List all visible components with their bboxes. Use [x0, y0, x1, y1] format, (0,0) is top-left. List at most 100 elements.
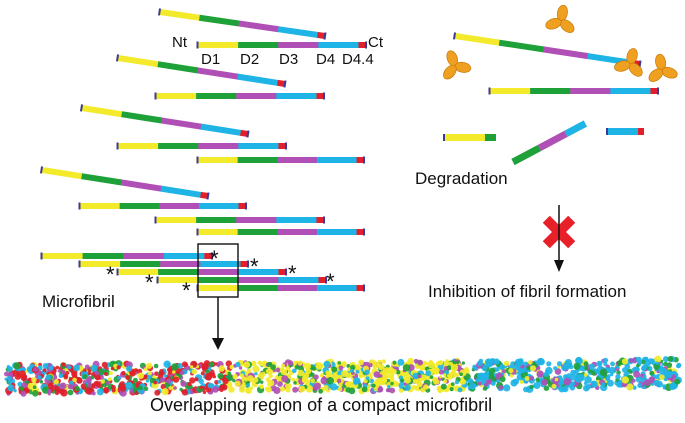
fibril-atom — [487, 372, 495, 380]
fibril-atom — [350, 368, 354, 373]
fibril-atom — [390, 379, 395, 384]
fibril-atom — [508, 368, 514, 374]
fibril-atom — [73, 364, 80, 372]
fibril-atom — [404, 384, 411, 391]
fibril-atom — [205, 369, 209, 374]
fibril-atom — [457, 387, 463, 393]
c-terminus-cap — [211, 252, 213, 260]
fibril-atom — [317, 363, 323, 369]
fibril-atom — [482, 386, 488, 391]
fibril-atom — [121, 370, 126, 376]
fibril-atom — [302, 379, 306, 383]
domain-segment — [159, 203, 200, 209]
fibril-atom — [238, 366, 243, 370]
collagen-molecule — [452, 32, 642, 68]
domain-segment — [278, 277, 319, 283]
fibril-atom — [322, 385, 329, 391]
inhibition-arrow-head — [554, 260, 564, 272]
fibril-atom — [146, 362, 153, 369]
fibril-atom — [60, 389, 68, 397]
fibril-atom — [484, 382, 488, 387]
fibril-atom — [267, 379, 275, 387]
fibril-atom — [443, 373, 447, 377]
domain-segment — [198, 157, 239, 163]
fibril-atom — [372, 365, 377, 369]
fibril-atom — [615, 374, 621, 380]
fibril-atom — [254, 371, 258, 376]
fibril-atom — [349, 381, 354, 386]
fibril-atom — [154, 371, 159, 377]
fibril-atom — [180, 380, 187, 387]
domain-segment — [160, 185, 202, 198]
fibril-atom — [503, 384, 511, 392]
fibril-atom — [120, 385, 127, 392]
fibril-atom — [591, 380, 598, 388]
domain-segment — [277, 229, 318, 235]
fibril-atom — [280, 368, 288, 376]
fibril-atom — [524, 376, 530, 381]
fibril-atom — [385, 388, 390, 393]
fibril-atom — [416, 381, 423, 388]
domain-segment — [159, 9, 201, 21]
fibril-atom — [653, 379, 660, 386]
fibril-atom — [217, 373, 224, 379]
fibril-atom — [533, 382, 541, 389]
fibril-atom — [320, 374, 324, 378]
fibril-atom — [477, 360, 483, 367]
fibril-atom — [369, 378, 375, 384]
domain-segment — [236, 217, 277, 223]
degradation-label: Degradation — [415, 169, 508, 188]
fibril-atom — [573, 362, 581, 370]
fragment — [606, 128, 644, 135]
d44-segment — [356, 229, 364, 235]
fibril-atom — [313, 382, 321, 390]
c-terminus-cap — [323, 216, 325, 224]
fibril-atom — [427, 361, 435, 369]
fibril-atom — [67, 383, 74, 390]
fibril-atom — [387, 384, 391, 389]
fibril-atom — [325, 374, 329, 379]
c-terminus-cap — [363, 228, 365, 236]
gap-asterisk: * — [326, 269, 335, 294]
collagen-molecule — [116, 268, 287, 276]
fibril-atom — [87, 371, 92, 376]
domain-segment — [316, 229, 358, 235]
fibril-atom — [411, 385, 417, 390]
fibril-atom — [181, 361, 188, 368]
fibril-atom — [129, 370, 136, 377]
fibril-atom — [266, 362, 272, 367]
c-terminus-cap — [657, 87, 659, 95]
fibril-atom — [240, 373, 245, 378]
fibril-atom — [97, 368, 105, 376]
fibril-atom — [31, 377, 37, 383]
domain-segment — [158, 143, 199, 149]
fibril-atom — [515, 360, 522, 367]
fibril-atom — [379, 374, 383, 378]
domain-segment — [238, 269, 279, 275]
fibril-atom — [170, 376, 174, 380]
fibril-atom — [19, 370, 26, 378]
fibril-atom — [8, 379, 13, 384]
fibril-atom — [93, 380, 100, 387]
fibril-atom — [610, 361, 615, 367]
fibril-atom — [536, 370, 544, 378]
fibril-atom — [200, 371, 205, 376]
domain-segment — [200, 261, 241, 267]
fibril-atom — [490, 358, 496, 364]
fibril-atom — [53, 379, 59, 385]
d1-label: D1 — [201, 51, 221, 68]
fibril-atom — [243, 361, 251, 368]
fibril-atom — [297, 369, 305, 377]
fibril-atom — [246, 383, 250, 387]
domain-segment — [238, 277, 279, 283]
fibril-atom — [212, 386, 219, 393]
fibril-atom — [222, 377, 229, 385]
d44-segment — [356, 157, 364, 163]
fibril-atom — [291, 377, 295, 382]
c-terminus-cap — [247, 260, 249, 268]
domain-segment — [156, 217, 197, 223]
domain-segment — [542, 46, 589, 60]
domain-segment — [198, 285, 239, 291]
fibril-atom — [303, 372, 310, 379]
c-terminus-cap — [206, 192, 210, 200]
